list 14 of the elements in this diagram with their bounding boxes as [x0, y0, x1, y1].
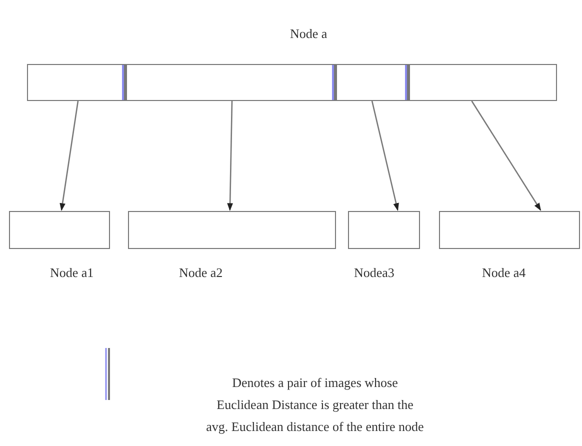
bar-segment	[127, 64, 337, 101]
arrow	[371, 100, 399, 211]
arrow	[60, 100, 79, 211]
bar-segment	[410, 64, 557, 101]
legend-text: Denotes a pair of images whose Euclidean Distance is greater than the avg. Euclidean distance of the entire node	[205, 374, 425, 436]
node-label: Nodea3	[354, 265, 394, 281]
node-label: Node a2	[179, 265, 223, 281]
node-label: Node a1	[50, 265, 94, 281]
arrow	[471, 100, 542, 211]
arrow	[227, 100, 233, 211]
node-label: Node a4	[482, 265, 526, 281]
bar-segment	[337, 64, 410, 101]
bar-segment	[27, 64, 127, 101]
node-label: Node a	[290, 26, 328, 42]
